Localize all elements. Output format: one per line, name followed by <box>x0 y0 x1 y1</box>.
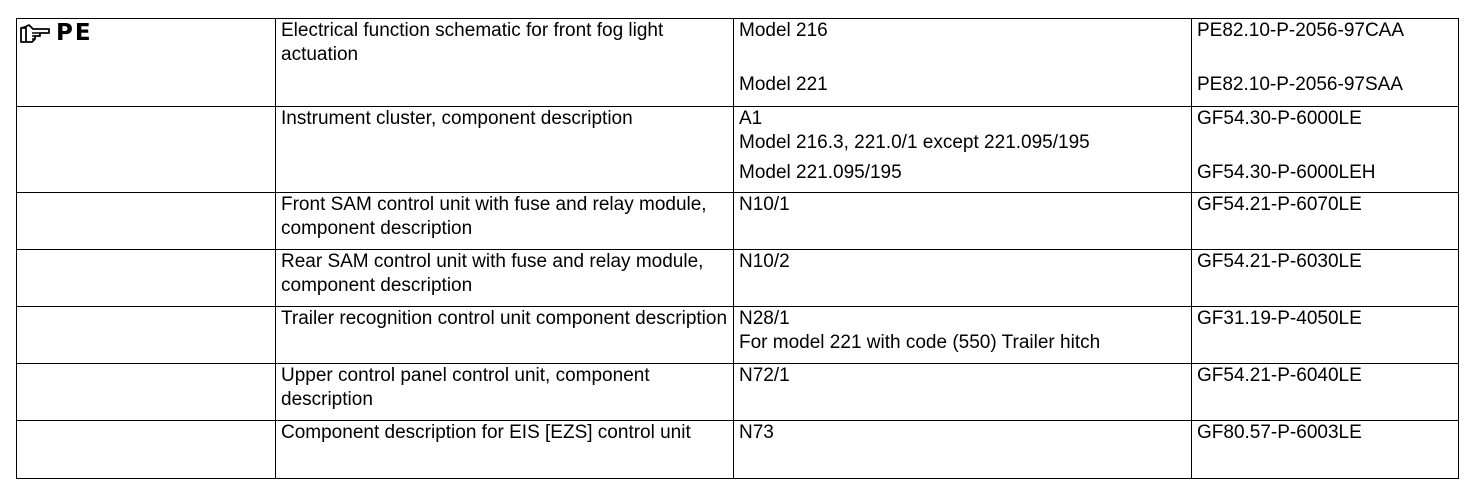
document-cell: GF54.30-P-6000LE GF54.30-P-6000LEH <box>1191 106 1459 193</box>
description-cell: Electrical function schematic for front … <box>275 18 734 107</box>
model-ref: For model 221 with code (550) Trailer hi… <box>739 332 1101 353</box>
document-cell: GF54.21-P-6070LE <box>1191 192 1459 250</box>
document-cell: GF80.57-P-6003LE <box>1191 420 1459 479</box>
row-description: Trailer recognition control unit compone… <box>281 308 728 329</box>
reference-cell: N73 <box>733 420 1192 479</box>
table-row: Trailer recognition control unit compone… <box>16 306 1459 364</box>
document-number: GF54.21-P-6040LE <box>1197 365 1362 386</box>
empty-cell <box>16 306 276 364</box>
table-row: Upper control panel control unit, compon… <box>16 363 1459 421</box>
component-ref: N72/1 <box>739 365 790 386</box>
reference-cell: N10/2 <box>733 249 1192 307</box>
row-description: Electrical function schematic for front … <box>281 20 664 65</box>
description-cell: Upper control panel control unit, compon… <box>275 363 734 421</box>
pe-cell: PE <box>16 18 276 107</box>
row-description: Component description for EIS [EZS] cont… <box>281 422 691 443</box>
document-number: GF54.21-P-6070LE <box>1197 194 1362 215</box>
empty-cell <box>16 363 276 421</box>
document-number: GF31.19-P-4050LE <box>1197 308 1362 329</box>
component-ref: N73 <box>739 422 774 443</box>
description-cell: Trailer recognition control unit compone… <box>275 306 734 364</box>
empty-cell <box>16 106 276 193</box>
reference-cell: A1 Model 216.3, 221.0/1 except 221.095/1… <box>733 106 1192 193</box>
document-number: GF54.30-P-6000LEH <box>1197 162 1376 183</box>
empty-cell <box>16 420 276 479</box>
description-cell: Component description for EIS [EZS] cont… <box>275 420 734 479</box>
model-ref: Model 221.095/195 <box>739 162 902 183</box>
description-cell: Rear SAM control unit with fuse and rela… <box>275 249 734 307</box>
reference-cell: N10/1 <box>733 192 1192 250</box>
table-row: Front SAM control unit with fuse and rel… <box>16 192 1459 250</box>
pointing-hand-icon <box>20 24 50 43</box>
model-ref: Model 216 <box>739 20 828 41</box>
reference-cell: N28/1 For model 221 with code (550) Trai… <box>733 306 1192 364</box>
document-number: GF80.57-P-6003LE <box>1197 422 1362 443</box>
pe-label: PE <box>56 20 93 46</box>
table-row: Instrument cluster, component descriptio… <box>16 106 1459 193</box>
component-ref: N10/1 <box>739 194 790 215</box>
component-ref: A1 <box>739 108 763 129</box>
empty-cell <box>16 192 276 250</box>
component-ref: N10/2 <box>739 251 790 272</box>
document-cell: GF54.21-P-6040LE <box>1191 363 1459 421</box>
empty-cell <box>16 249 276 307</box>
model-ref: Model 221 <box>739 74 828 95</box>
model-ref: Model 216.3, 221.0/1 except 221.095/195 <box>739 132 1090 153</box>
description-cell: Instrument cluster, component descriptio… <box>275 106 734 193</box>
component-ref: N28/1 <box>739 308 790 329</box>
reference-cell: N72/1 <box>733 363 1192 421</box>
row-description: Rear SAM control unit with fuse and rela… <box>281 251 704 296</box>
table-row: Rear SAM control unit with fuse and rela… <box>16 249 1459 307</box>
description-cell: Front SAM control unit with fuse and rel… <box>275 192 734 250</box>
table-row: Component description for EIS [EZS] cont… <box>16 420 1459 479</box>
document-cell: GF31.19-P-4050LE <box>1191 306 1459 364</box>
row-description: Instrument cluster, component descriptio… <box>281 108 633 129</box>
document-number: PE82.10-P-2056-97CAA <box>1197 20 1405 41</box>
reference-cell: Model 216 Model 221 <box>733 18 1192 107</box>
document-cell: GF54.21-P-6030LE <box>1191 249 1459 307</box>
document-number: GF54.21-P-6030LE <box>1197 251 1362 272</box>
reference-table: PE Electrical function schematic for fro… <box>16 18 1459 479</box>
row-description: Front SAM control unit with fuse and rel… <box>281 194 707 239</box>
document-number: GF54.30-P-6000LE <box>1197 108 1362 129</box>
document-cell: PE82.10-P-2056-97CAA PE82.10-P-2056-97SA… <box>1191 18 1459 107</box>
row-description: Upper control panel control unit, compon… <box>281 365 650 410</box>
document-number: PE82.10-P-2056-97SAA <box>1197 74 1403 95</box>
table-row: PE Electrical function schematic for fro… <box>16 18 1459 107</box>
